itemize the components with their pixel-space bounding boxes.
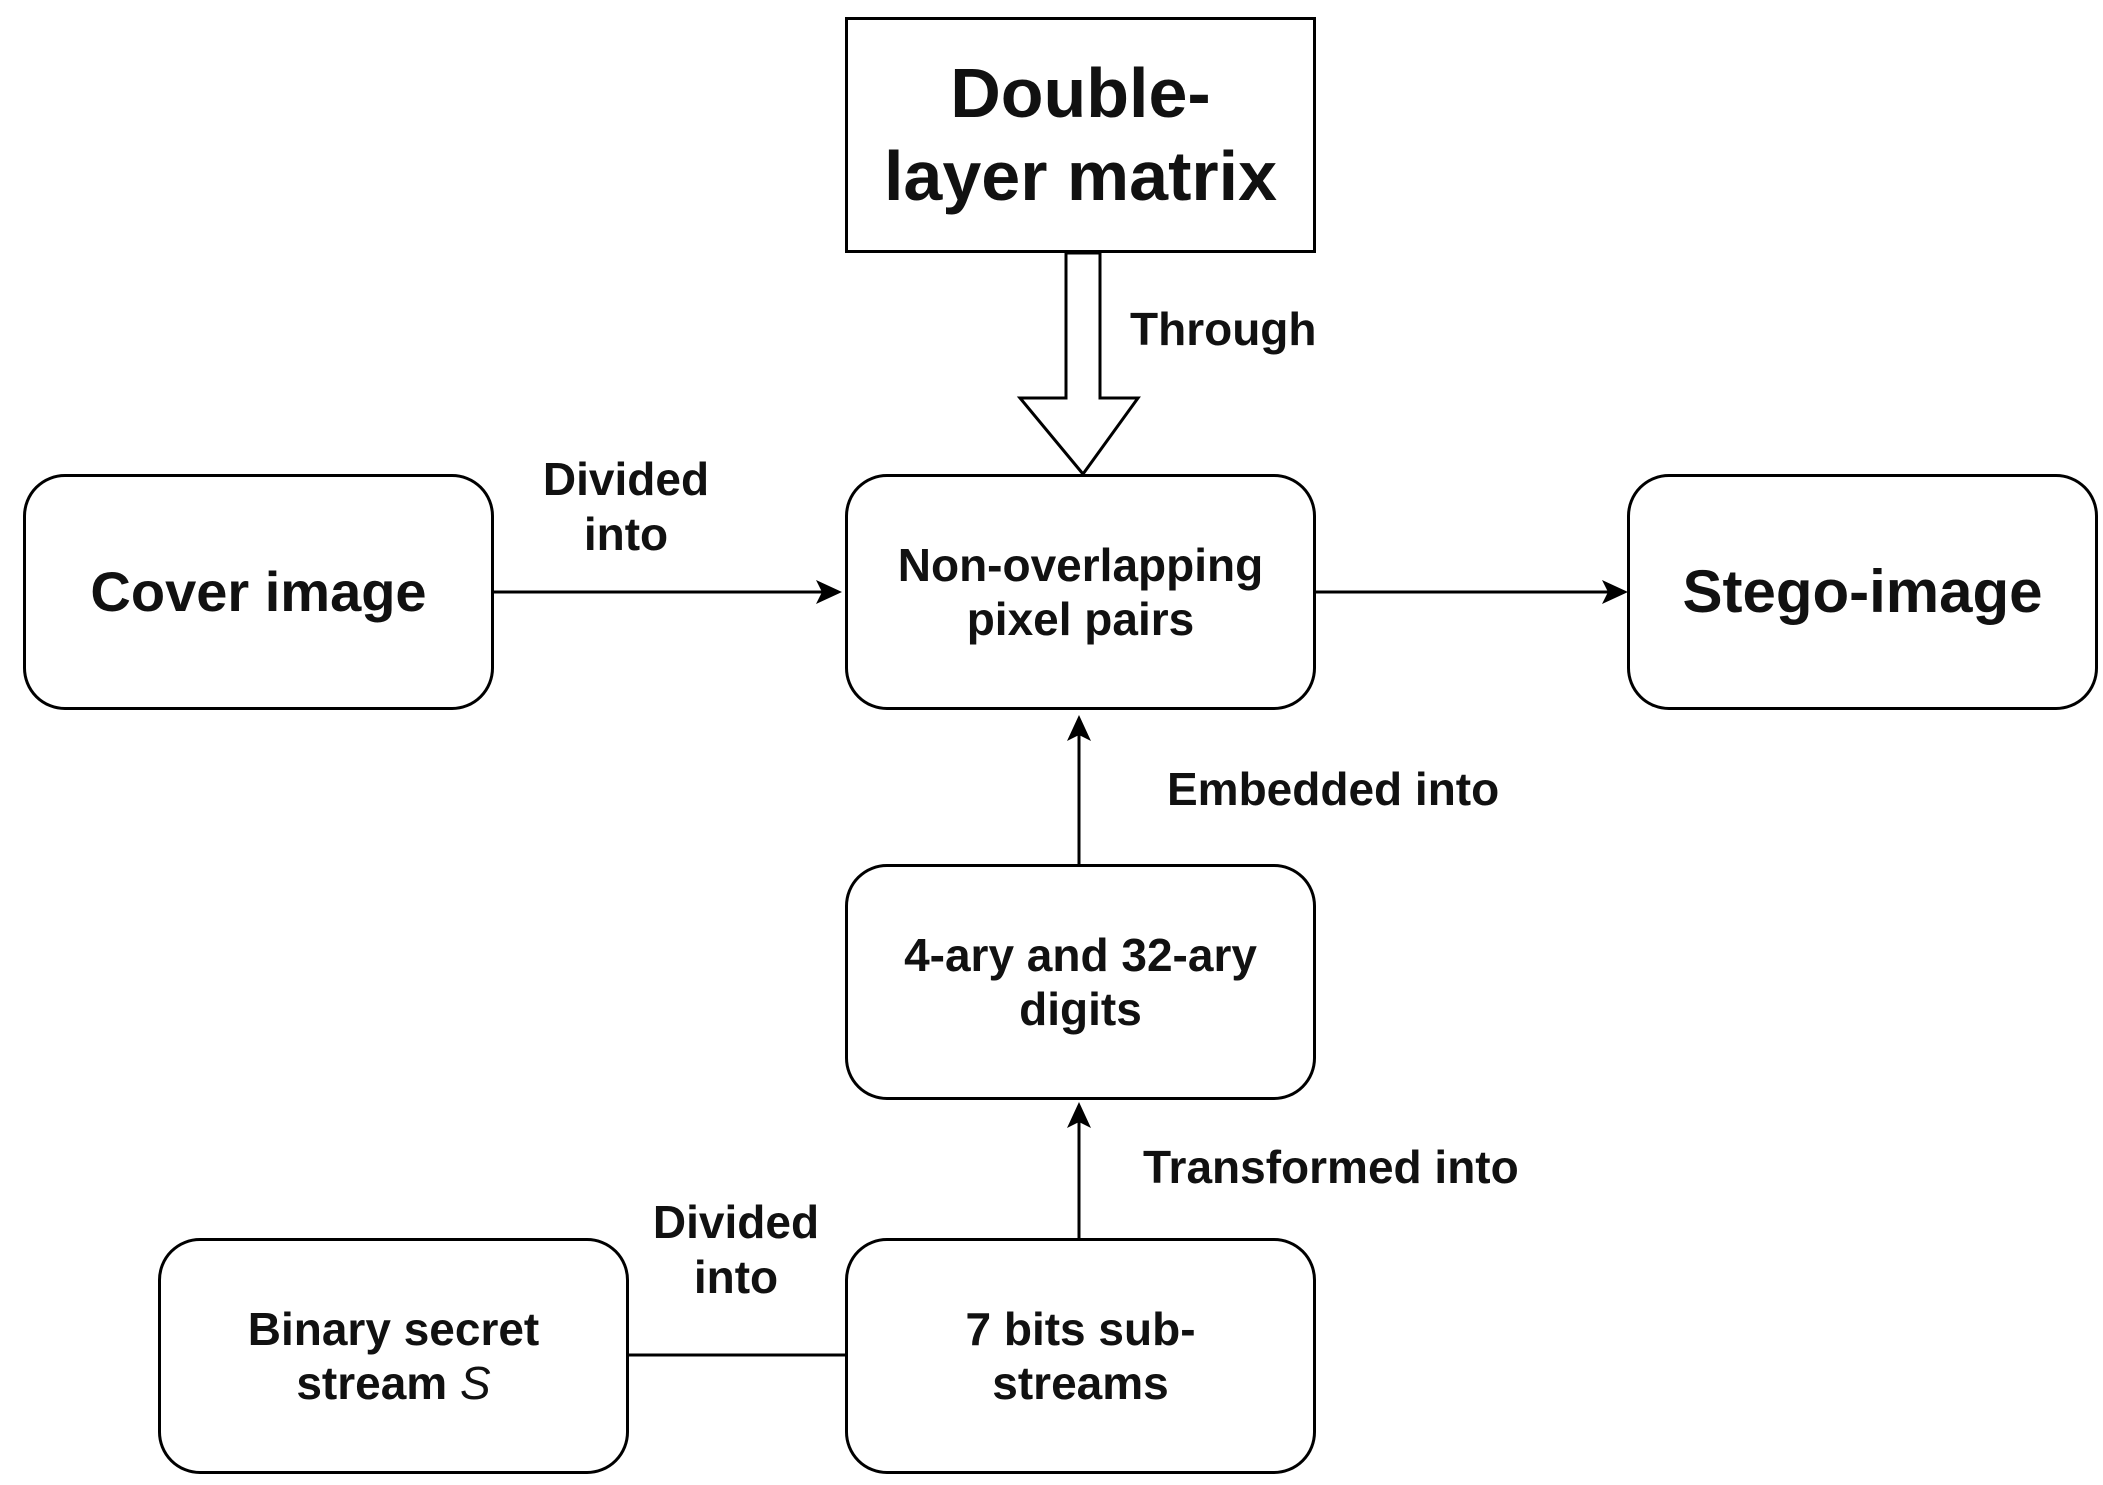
binary-secret-stream-text: Binary secret stream (247, 1302, 540, 1409)
through-label: Through (1130, 303, 1317, 355)
transformed-into-label: Transformed into (1143, 1141, 1519, 1193)
digits-box: 4-ary and 32-ary digits (845, 864, 1316, 1100)
cover-image-label: Cover image (90, 559, 427, 623)
binary-secret-stream-box: Binary secret stream S (158, 1238, 629, 1474)
double-layer-matrix-box: Double- layer matrix (845, 17, 1316, 253)
divided-into-secret-label: Divided into (652, 1196, 820, 1304)
pixel-pairs-box: Non-overlapping pixel pairs (845, 474, 1316, 710)
divided-into-cover-label: Divided into (542, 453, 710, 561)
binary-secret-stream-label: Binary secret stream S (248, 1302, 540, 1411)
stego-image-box: Stego-image (1627, 474, 2098, 710)
digits-label: 4-ary and 32-ary digits (904, 928, 1257, 1035)
cover-image-box: Cover image (23, 474, 494, 710)
pixel-pairs-label: Non-overlapping pixel pairs (897, 538, 1264, 645)
double-layer-matrix-label: Double- layer matrix (883, 54, 1278, 215)
through-block-arrow (1016, 251, 1141, 477)
sub-streams-label: 7 bits sub- streams (965, 1302, 1196, 1409)
embedded-into-label: Embedded into (1167, 763, 1500, 815)
binary-secret-stream-variable: S (459, 1357, 491, 1409)
sub-streams-box: 7 bits sub- streams (845, 1238, 1316, 1474)
stego-image-label: Stego-image (1682, 557, 2043, 625)
